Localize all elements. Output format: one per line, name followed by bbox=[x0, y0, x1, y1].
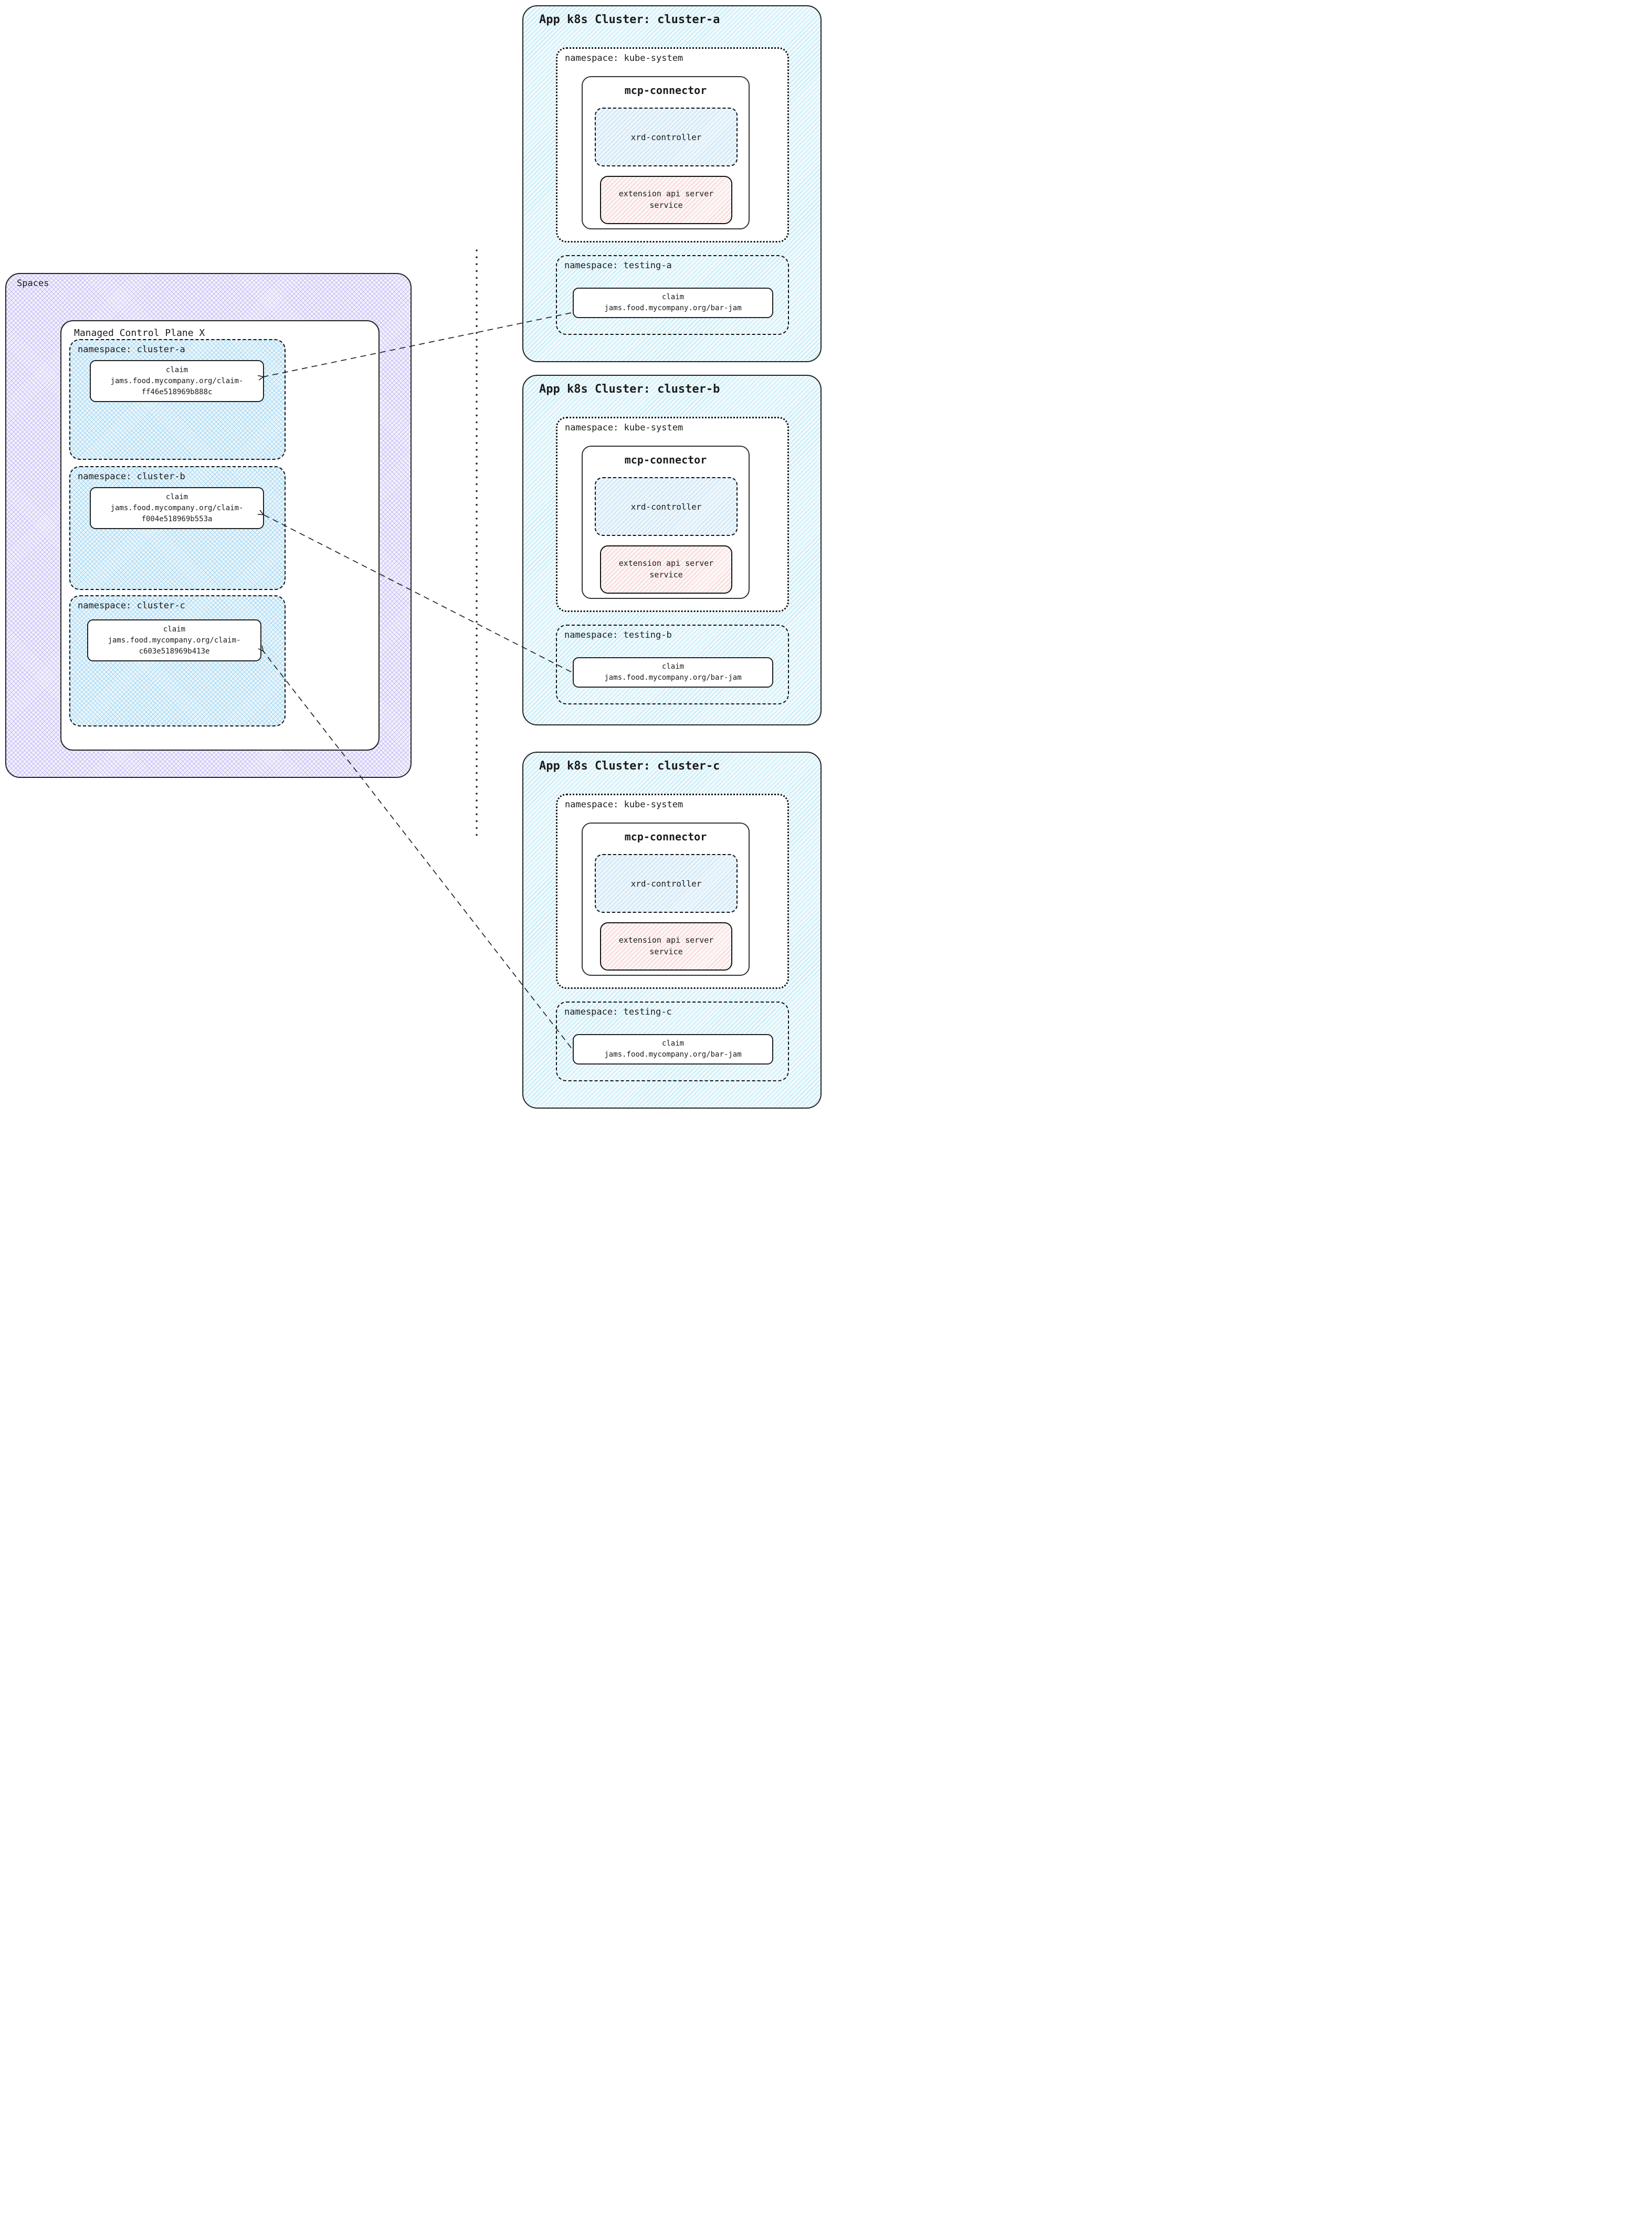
mcp-connector-c: mcp-connector xrd-controller extension a… bbox=[582, 823, 750, 976]
mcp-connector-a: mcp-connector xrd-controller extension a… bbox=[582, 76, 750, 229]
kube-system-label: namespace: kube-system bbox=[565, 799, 683, 810]
xrd-controller-label: xrd-controller bbox=[630, 878, 702, 889]
kube-system-label: namespace: kube-system bbox=[565, 53, 683, 64]
claim-value-line2: c603e518969b413e bbox=[139, 647, 210, 656]
app-cluster-c: App k8s Cluster: cluster-c namespace: ku… bbox=[522, 752, 822, 1109]
claim-value-line1: jams.food.mycompany.org/claim- bbox=[108, 636, 241, 645]
claim-title: claim bbox=[661, 293, 685, 301]
kube-system-label: namespace: kube-system bbox=[565, 423, 683, 433]
spaces-label: Spaces bbox=[17, 278, 49, 289]
app-cluster-b: App k8s Cluster: cluster-b namespace: ku… bbox=[522, 375, 822, 725]
mcp-connector-label: mcp-connector bbox=[624, 830, 707, 843]
extension-api-server-a: extension api server service bbox=[600, 176, 732, 224]
claim-value: jams.food.mycompany.org/bar-jam bbox=[604, 1050, 742, 1059]
kube-system-namespace-c: namespace: kube-system mcp-connector xrd… bbox=[556, 794, 789, 989]
testing-namespace-b: namespace: testing-b claim jams.food.myc… bbox=[556, 625, 789, 704]
mcp-connector-b: mcp-connector xrd-controller extension a… bbox=[582, 446, 750, 599]
mcp-connector-label: mcp-connector bbox=[624, 454, 707, 466]
namespace-cluster-a-label: namespace: cluster-a bbox=[78, 344, 185, 355]
extension-api-server-b: extension api server service bbox=[600, 545, 732, 594]
testing-namespace-a-label: namespace: testing-a bbox=[564, 260, 672, 271]
namespace-cluster-b: namespace: cluster-b claim jams.food.myc… bbox=[69, 466, 286, 590]
namespace-cluster-c-label: namespace: cluster-c bbox=[78, 600, 185, 611]
claim-bar-jam-b: claim jams.food.mycompany.org/bar-jam bbox=[573, 657, 773, 688]
app-cluster-b-title: App k8s Cluster: cluster-b bbox=[539, 383, 720, 396]
claim-value-line1: jams.food.mycompany.org/claim- bbox=[110, 503, 244, 512]
namespace-cluster-c: namespace: cluster-c claim jams.food.myc… bbox=[69, 595, 286, 726]
extension-api-server-label: extension api server service bbox=[618, 189, 714, 210]
claim-cluster-c: claim jams.food.mycompany.org/claim- c60… bbox=[87, 619, 261, 661]
claim-value: jams.food.mycompany.org/bar-jam bbox=[604, 304, 742, 312]
claim-cluster-b: claim jams.food.mycompany.org/claim- f00… bbox=[90, 487, 264, 529]
managed-control-plane-label: Managed Control Plane X bbox=[74, 328, 205, 339]
managed-control-plane: Managed Control Plane X namespace: clust… bbox=[60, 320, 380, 751]
diagram-page: { "colors": { "ink": "#1b1b1b", "cluster… bbox=[0, 0, 826, 1117]
claim-title: claim bbox=[661, 1039, 685, 1048]
claim-title: claim bbox=[165, 365, 188, 374]
extension-api-server-label: extension api server service bbox=[618, 558, 714, 579]
claim-value-line2: ff46e518969b888c bbox=[141, 387, 213, 396]
claim-cluster-a: claim jams.food.mycompany.org/claim- ff4… bbox=[90, 360, 264, 402]
kube-system-namespace-a: namespace: kube-system mcp-connector xrd… bbox=[556, 47, 789, 243]
testing-namespace-c: namespace: testing-c claim jams.food.myc… bbox=[556, 1002, 789, 1081]
xrd-controller-label: xrd-controller bbox=[630, 501, 702, 512]
claim-value: jams.food.mycompany.org/bar-jam bbox=[604, 673, 742, 682]
xrd-controller-c: xrd-controller bbox=[595, 854, 738, 913]
claim-value-line2: f004e518969b553a bbox=[141, 514, 213, 523]
claim-title: claim bbox=[163, 625, 186, 634]
claim-bar-jam-a: claim jams.food.mycompany.org/bar-jam bbox=[573, 288, 773, 318]
claim-value-line1: jams.food.mycompany.org/claim- bbox=[110, 376, 244, 385]
testing-namespace-b-label: namespace: testing-b bbox=[564, 630, 672, 640]
spaces-group: Spaces Managed Control Plane X namespace… bbox=[5, 273, 412, 778]
claim-title: claim bbox=[165, 492, 188, 501]
testing-namespace-a: namespace: testing-a claim jams.food.myc… bbox=[556, 255, 789, 335]
app-cluster-c-title: App k8s Cluster: cluster-c bbox=[539, 760, 720, 773]
claim-bar-jam-c: claim jams.food.mycompany.org/bar-jam bbox=[573, 1034, 773, 1065]
namespace-cluster-a: namespace: cluster-a claim jams.food.myc… bbox=[69, 339, 286, 460]
app-cluster-a: App k8s Cluster: cluster-a namespace: ku… bbox=[522, 5, 822, 362]
claim-title: claim bbox=[661, 662, 685, 671]
extension-api-server-c: extension api server service bbox=[600, 922, 732, 971]
xrd-controller-b: xrd-controller bbox=[595, 477, 738, 536]
testing-namespace-c-label: namespace: testing-c bbox=[564, 1007, 672, 1017]
xrd-controller-a: xrd-controller bbox=[595, 108, 738, 166]
mcp-connector-label: mcp-connector bbox=[624, 84, 707, 97]
namespace-cluster-b-label: namespace: cluster-b bbox=[78, 471, 185, 482]
kube-system-namespace-b: namespace: kube-system mcp-connector xrd… bbox=[556, 417, 789, 612]
app-cluster-a-title: App k8s Cluster: cluster-a bbox=[539, 13, 720, 26]
extension-api-server-label: extension api server service bbox=[618, 935, 714, 956]
xrd-controller-label: xrd-controller bbox=[630, 132, 702, 142]
